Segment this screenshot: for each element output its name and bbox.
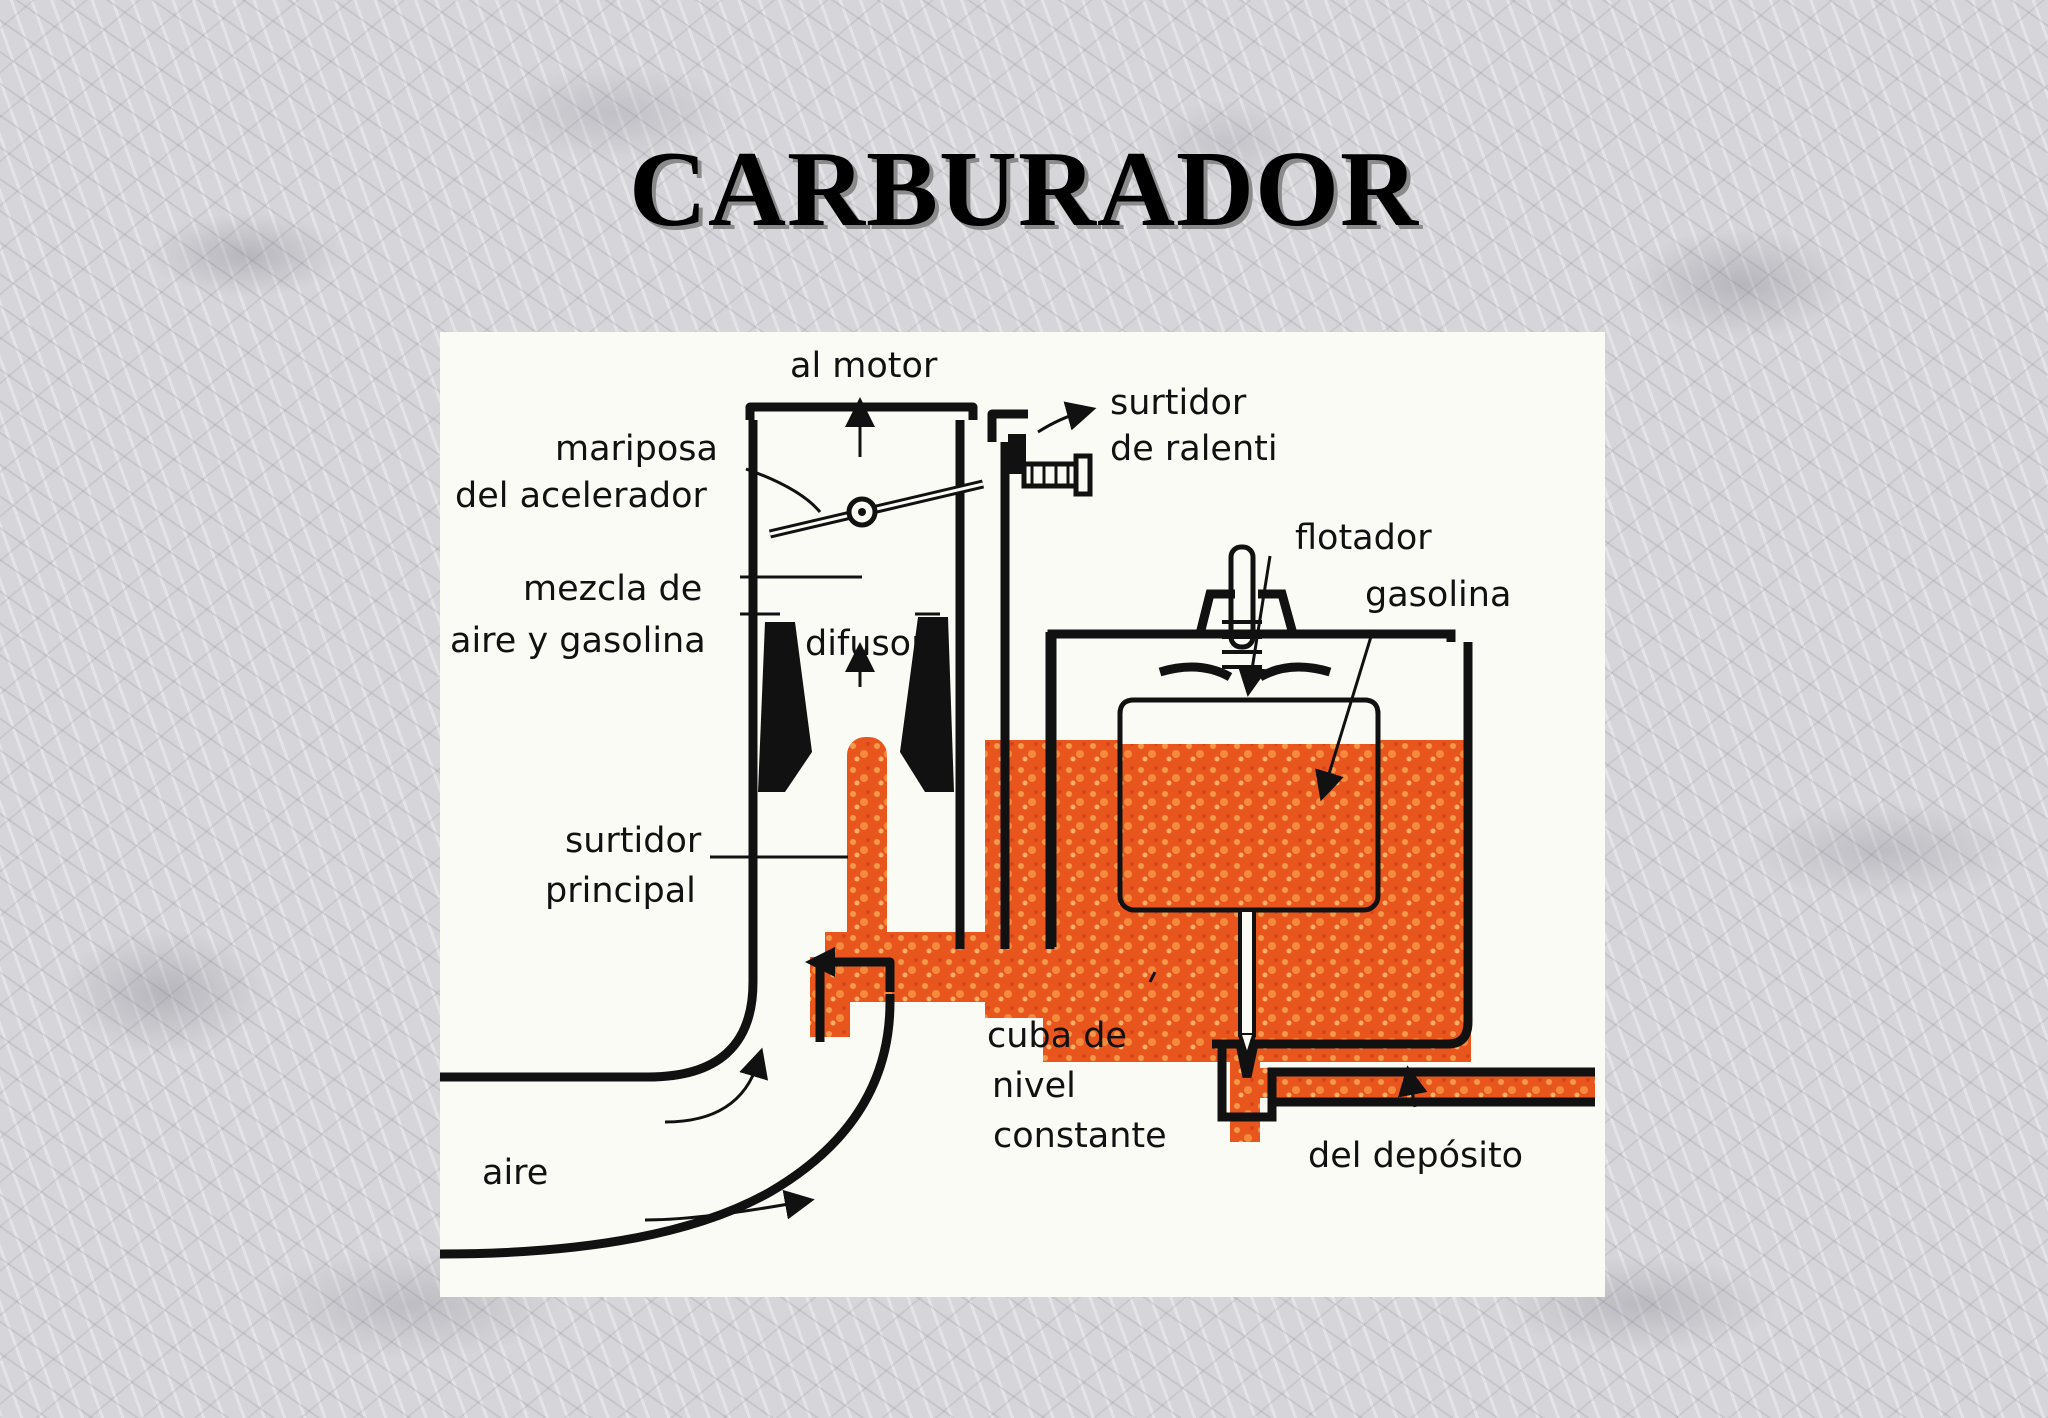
label-surtidor-ralenti-1: surtidor xyxy=(1110,383,1247,423)
label-group: al motor surtidor de ralenti mariposa de… xyxy=(450,346,1523,1193)
page-title: CARBURADOR xyxy=(629,130,1419,249)
label-mariposa-2: del acelerador xyxy=(455,476,708,516)
float xyxy=(1117,544,1381,1064)
leader-lines xyxy=(710,467,1157,983)
label-surtidor-ralenti-2: de ralenti xyxy=(1110,429,1278,469)
label-aire: aire xyxy=(482,1153,548,1193)
label-del-deposito: del depósito xyxy=(1308,1136,1523,1176)
venturi xyxy=(758,617,954,792)
label-cuba-2: nivel xyxy=(992,1066,1076,1106)
carburetor-diagram: al motor surtidor de ralenti mariposa de… xyxy=(440,332,1605,1297)
idle-jet-screw xyxy=(1008,434,1093,497)
flow-arrows xyxy=(644,397,1428,1222)
label-cuba-3: constante xyxy=(993,1116,1167,1156)
label-mariposa-1: mariposa xyxy=(555,429,718,469)
label-al-motor: al motor xyxy=(790,346,938,386)
label-mezcla-2: aire y gasolina xyxy=(450,621,706,661)
label-flotador: flotador xyxy=(1295,518,1432,558)
label-surtidor-principal-2: principal xyxy=(545,871,696,911)
throat-walls xyxy=(440,402,1055,1259)
label-difusor: difusor xyxy=(805,624,926,664)
label-surtidor-principal-1: surtidor xyxy=(565,821,702,861)
throttle-butterfly xyxy=(768,479,985,539)
label-cuba-1: cuba de xyxy=(987,1016,1127,1056)
label-gasolina: gasolina xyxy=(1365,575,1511,615)
label-mezcla-1: mezcla de xyxy=(523,569,702,609)
